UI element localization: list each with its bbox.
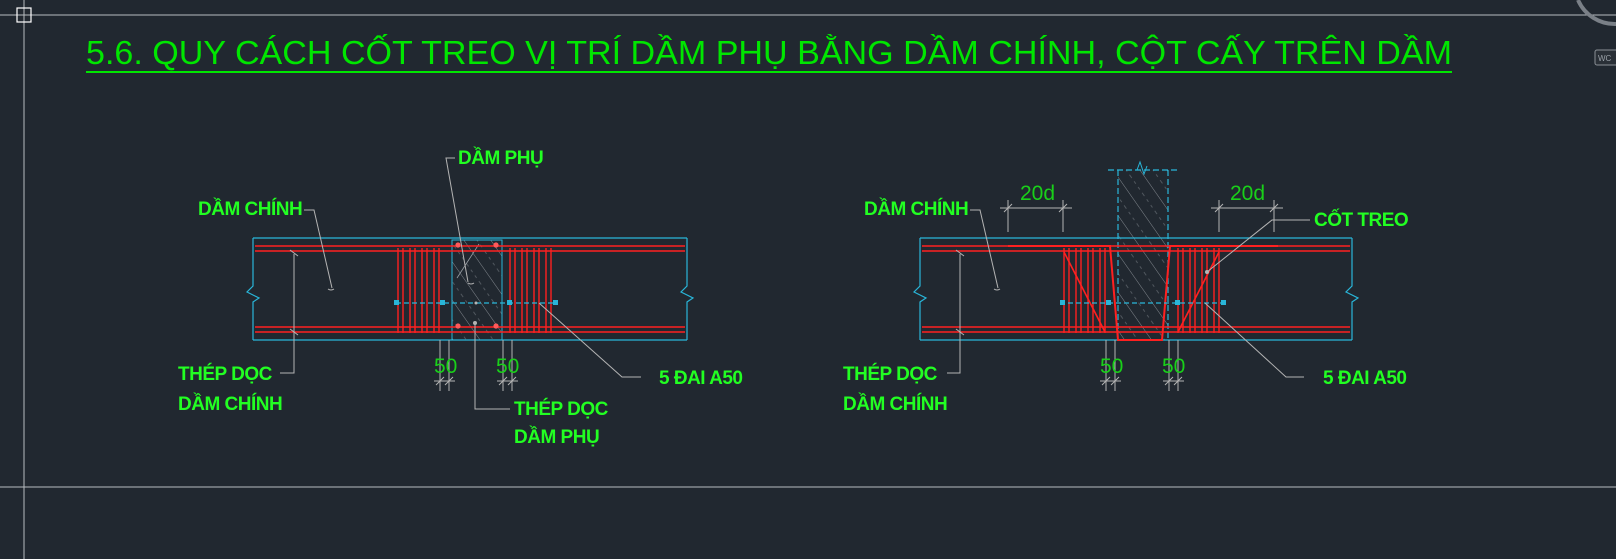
secondary-beam-bars <box>455 242 499 329</box>
dim-text-right-right: 50 <box>1162 355 1185 378</box>
hanger-bar <box>1008 245 1278 341</box>
column-section <box>1118 170 1168 340</box>
left-detail: 50 50 DẦM CHÍNH DẦM PHỤ THÉP DỌC DẦM CHÍ… <box>178 147 743 448</box>
viewcube-icon[interactable]: WC <box>1576 0 1616 66</box>
drawing-title: 5.6. QUY CÁCH CỐT TREO VỊ TRÍ DẦM PHỤ BẰ… <box>86 33 1452 71</box>
main-beam-longitudinal-rebar <box>255 245 685 333</box>
dimension-50-left <box>434 340 455 391</box>
dimension-20d-right <box>1211 200 1283 232</box>
label-thep-doc-right-2: DẦM CHÍNH <box>843 393 947 415</box>
label-thep-doc-phu-1: THÉP DỌC <box>514 398 609 420</box>
leader-lines <box>280 157 641 410</box>
viewcube-label: WC <box>1598 54 1612 63</box>
dimension-50-left-right <box>1100 340 1121 391</box>
main-beam-longitudinal-rebar-right <box>922 245 1350 333</box>
label-thep-doc-phu-2: DẦM PHỤ <box>514 426 599 448</box>
label-dai-right: 5 ĐAI A50 <box>1323 368 1407 389</box>
secondary-beam-section <box>451 239 503 341</box>
label-dai-left: 5 ĐAI A50 <box>659 368 743 389</box>
label-thep-doc-left-1: THÉP DỌC <box>178 363 273 385</box>
label-dam-chinh-left: DẦM CHÍNH <box>198 198 302 220</box>
stirrups-right-group <box>509 248 552 333</box>
dim-text-20d-right: 20d <box>1230 182 1265 205</box>
stirrups-left-group <box>397 248 440 333</box>
label-thep-doc-right-1: THÉP DỌC <box>843 363 938 385</box>
dimension-50-right <box>497 340 518 391</box>
dim-text-right: 50 <box>496 355 519 378</box>
right-detail: 20d 20d 50 50 <box>843 160 1409 415</box>
dim-text-left-right: 50 <box>1100 355 1123 378</box>
label-cot-treo: CỐT TREO <box>1314 209 1408 231</box>
dimension-20d-left <box>1000 200 1072 232</box>
dim-text-left: 50 <box>434 355 457 378</box>
ucs-origin-icon <box>16 7 32 23</box>
label-dam-phu: DẦM PHỤ <box>458 147 543 169</box>
label-thep-doc-left-2: DẦM CHÍNH <box>178 393 282 415</box>
dimension-50-right-right <box>1163 340 1184 391</box>
leader-lines-right <box>947 209 1310 378</box>
label-dam-chinh-right: DẦM CHÍNH <box>864 198 968 220</box>
dim-text-20d-left: 20d <box>1020 182 1055 205</box>
main-beam-outline <box>245 237 695 341</box>
